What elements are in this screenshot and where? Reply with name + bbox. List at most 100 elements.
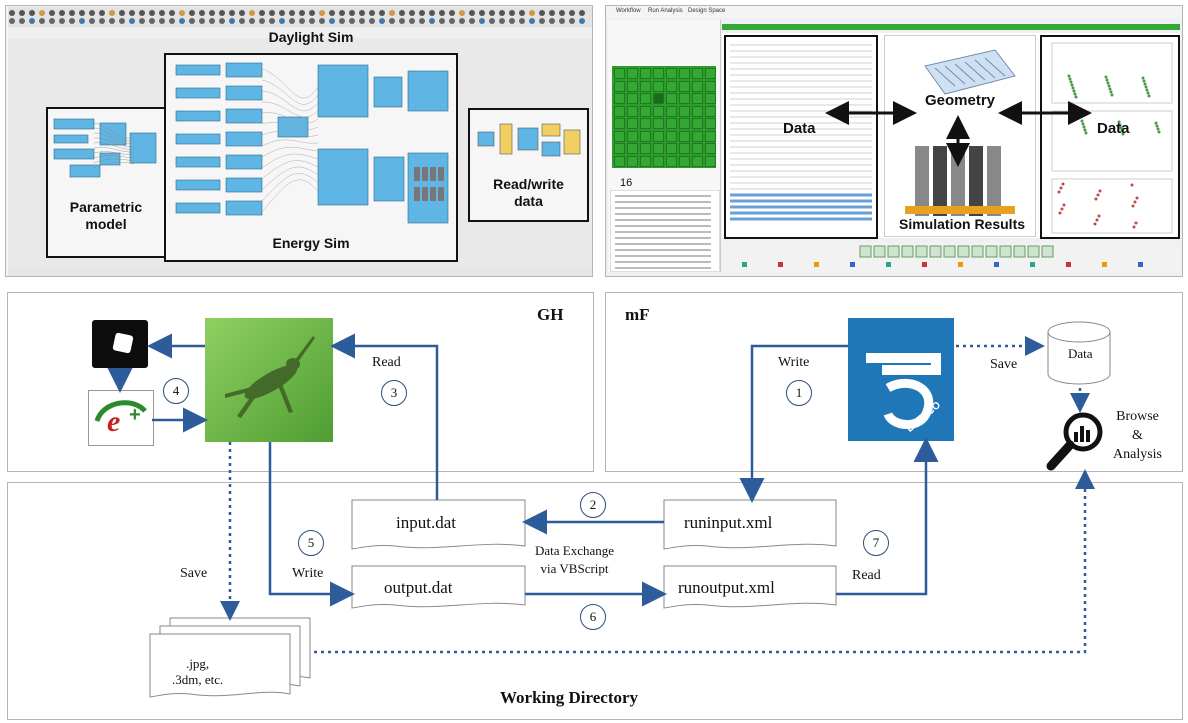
grasshopper-silhouette	[225, 336, 315, 418]
design-tile	[640, 105, 651, 117]
toolbar-glyph	[219, 18, 225, 24]
gh-wire	[93, 122, 135, 139]
toolbar-glyph	[159, 10, 165, 16]
toolbar-glyph	[399, 18, 405, 24]
gh-wire	[261, 112, 319, 124]
gh-wire	[93, 137, 135, 147]
chart-point	[1083, 128, 1087, 132]
design-tile	[666, 105, 677, 117]
toolbar-glyph	[259, 18, 265, 24]
design-tile	[653, 118, 664, 129]
gh-component	[499, 123, 513, 155]
gh-component	[225, 85, 263, 101]
toolbar-glyph	[139, 10, 145, 16]
toolbar-glyph	[289, 10, 295, 16]
gh-component	[175, 179, 221, 191]
toolbar-glyph	[389, 10, 395, 16]
design-tile	[679, 143, 690, 154]
toolbar-glyph	[269, 10, 275, 16]
gh-component	[373, 76, 403, 108]
geometry-view	[964, 61, 986, 81]
chart-point	[1157, 130, 1161, 134]
toolbar-button	[943, 245, 956, 258]
input-dat-file	[351, 499, 526, 550]
toolbar-glyph	[259, 10, 265, 16]
toolbar-glyph	[119, 18, 125, 24]
mf-tab-workflow[interactable]: Workflow	[616, 8, 641, 14]
write-gh-label: Write	[292, 566, 324, 581]
mf-tab-run-analysis[interactable]: Run Analysis	[648, 8, 683, 14]
toolbar-glyph	[459, 10, 465, 16]
step-1: 1	[786, 380, 812, 406]
toolbar-glyph	[139, 18, 145, 24]
design-tile	[653, 68, 664, 79]
data-store-cylinder	[1047, 321, 1111, 385]
toolbar-glyph	[539, 10, 545, 16]
toolbar-glyph	[199, 10, 205, 16]
legend-swatch	[1030, 262, 1035, 267]
gh-panel	[430, 167, 436, 181]
design-tile	[640, 93, 651, 104]
toolbar-glyph	[579, 18, 585, 24]
sim-result-image	[987, 146, 1001, 216]
step-3: 3	[381, 380, 407, 406]
chart-point	[1110, 93, 1114, 97]
toolbar-glyph	[299, 10, 305, 16]
gh-component	[53, 118, 95, 130]
gh-panel	[422, 187, 428, 201]
gh-panel	[422, 167, 428, 181]
runoutput-xml-file	[663, 565, 837, 609]
toolbar-glyph	[529, 18, 535, 24]
gh-wire	[93, 142, 135, 150]
gh-component	[225, 154, 263, 170]
gh-component	[407, 70, 449, 112]
chart-frame	[1051, 178, 1173, 234]
design-tile	[679, 80, 690, 92]
toolbar-glyph	[439, 18, 445, 24]
toolbar-glyph	[39, 10, 45, 16]
gh-component	[175, 110, 221, 122]
toolbar-glyph	[419, 18, 425, 24]
image-files-label: .jpg, .3dm, etc.	[172, 656, 224, 687]
toolbar-glyph	[29, 10, 35, 16]
toolbar-button	[999, 245, 1012, 258]
gh-component	[225, 108, 263, 124]
design-tile	[705, 80, 716, 92]
toolbar-button	[971, 245, 984, 258]
gh-component	[373, 156, 405, 202]
design-tile	[614, 155, 625, 167]
legend-swatch	[994, 262, 999, 267]
toolbar-button	[929, 245, 942, 258]
chart-point	[1074, 95, 1078, 99]
toolbar-glyph	[129, 10, 135, 16]
chart-point	[1094, 197, 1098, 201]
mf-bottom-icons	[742, 245, 1143, 267]
mf-tabbar: Workflow Run Analysis Design Space	[606, 6, 1182, 18]
toolbar-glyph	[229, 18, 235, 24]
sim-result-image	[933, 146, 947, 216]
toolbar-glyph	[239, 18, 245, 24]
readwrite-data-group: Read/write data	[468, 108, 589, 222]
geometry-view	[934, 67, 956, 87]
toolbar-glyph	[439, 10, 445, 16]
chart-point	[1073, 92, 1077, 96]
toolbar-glyph	[79, 18, 85, 24]
save-mf-label: Save	[990, 357, 1018, 372]
chart-point	[1069, 80, 1073, 84]
design-tile	[614, 130, 625, 142]
mf-tab-design-space[interactable]: Design Space	[688, 8, 726, 14]
gh-statusbar	[8, 268, 592, 276]
toolbar-glyph	[99, 10, 105, 16]
toolbar-glyph	[209, 18, 215, 24]
chart-point	[1104, 75, 1108, 79]
grasshopper-icon	[205, 318, 333, 442]
design-tile	[705, 130, 716, 142]
toolbar-glyph	[49, 18, 55, 24]
toolbar-glyph	[109, 10, 115, 16]
legend-swatch	[1102, 262, 1107, 267]
gh-component	[175, 87, 221, 99]
toolbar-glyph	[479, 10, 485, 16]
toolbar-button	[873, 245, 886, 258]
legend-swatch	[922, 262, 927, 267]
design-tile	[692, 118, 703, 129]
